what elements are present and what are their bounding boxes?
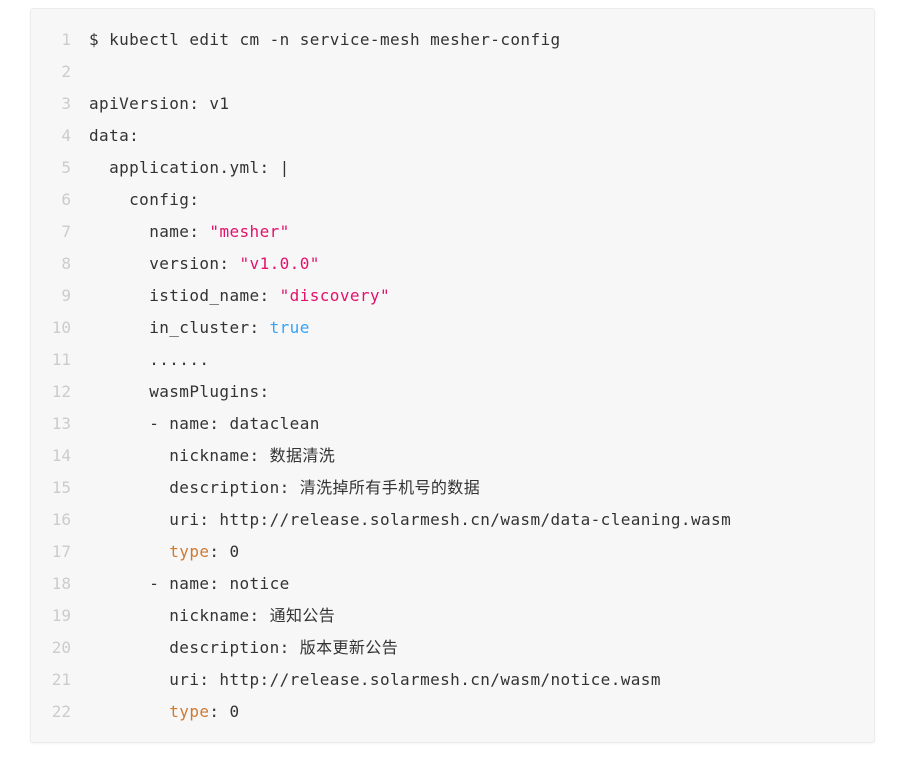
line-text: config: <box>71 184 199 216</box>
code-token-plain: nickname: 数据清洗 <box>89 446 336 465</box>
line-number: 2 <box>61 62 71 81</box>
line-number: 8 <box>61 254 71 273</box>
code-token-plain: description: 版本更新公告 <box>89 638 399 657</box>
code-token-plain: description: 清洗掉所有手机号的数据 <box>89 478 481 497</box>
code-token-plain <box>89 702 169 721</box>
code-lines-container: 1 $ kubectl edit cm -n service-mesh meshe… <box>31 24 858 728</box>
code-line: 14 nickname: 数据清洗 <box>31 440 858 472</box>
line-number: 21 <box>51 670 71 689</box>
line-number: 12 <box>51 382 71 401</box>
line-text: application.yml: | <box>71 152 290 184</box>
code-token-keyword: type <box>169 542 210 561</box>
code-token-string: "mesher" <box>209 222 290 241</box>
code-line: 15 description: 清洗掉所有手机号的数据 <box>31 472 858 504</box>
code-token-string: "v1.0.0" <box>239 254 320 273</box>
code-token-plain: uri: http://release.solarmesh.cn/wasm/da… <box>89 510 732 529</box>
line-text: - name: notice <box>71 568 290 600</box>
line-text <box>71 56 89 88</box>
line-number: 16 <box>51 510 71 529</box>
code-token-plain: config: <box>89 190 200 209</box>
line-text: in_cluster: true <box>71 312 310 344</box>
code-token-plain: : 0 <box>209 542 240 561</box>
code-token-boolean: true <box>269 318 310 337</box>
code-line: 8 version: "v1.0.0" <box>31 248 858 280</box>
code-token-plain: in_cluster: <box>89 318 270 337</box>
line-text: apiVersion: v1 <box>71 88 229 120</box>
line-number: 4 <box>61 126 71 145</box>
code-line: 18 - name: notice <box>31 568 858 600</box>
code-line: 5 application.yml: | <box>31 152 858 184</box>
code-line: 7 name: "mesher" <box>31 216 858 248</box>
code-line: 9 istiod_name: "discovery" <box>31 280 858 312</box>
line-text: uri: http://release.solarmesh.cn/wasm/no… <box>71 664 661 696</box>
code-line: 20 description: 版本更新公告 <box>31 632 858 664</box>
code-line: 10 in_cluster: true <box>31 312 858 344</box>
code-token-string: "discovery" <box>279 286 390 305</box>
line-text: nickname: 数据清洗 <box>71 440 335 472</box>
line-text: wasmPlugins: <box>71 376 270 408</box>
line-text: version: "v1.0.0" <box>71 248 320 280</box>
code-token-plain: - name: notice <box>89 574 290 593</box>
code-line: 19 nickname: 通知公告 <box>31 600 858 632</box>
line-number: 7 <box>61 222 71 241</box>
code-line: 22 type: 0 <box>31 696 858 728</box>
line-number: 13 <box>51 414 71 433</box>
code-token-plain: $ kubectl edit cm -n service-mesh mesher… <box>89 30 561 49</box>
line-number: 11 <box>51 350 71 369</box>
code-token-plain: apiVersion: v1 <box>89 94 230 113</box>
code-line: 17 type: 0 <box>31 536 858 568</box>
line-number: 18 <box>51 574 71 593</box>
line-number: 15 <box>51 478 71 497</box>
code-token-plain: nickname: 通知公告 <box>89 606 336 625</box>
code-line: 11 ...... <box>31 344 858 376</box>
line-number: 17 <box>51 542 71 561</box>
line-text: description: 版本更新公告 <box>71 632 398 664</box>
line-text: uri: http://release.solarmesh.cn/wasm/da… <box>71 504 731 536</box>
line-text: data: <box>71 120 139 152</box>
code-line: 21 uri: http://release.solarmesh.cn/wasm… <box>31 664 858 696</box>
code-line: 16 uri: http://release.solarmesh.cn/wasm… <box>31 504 858 536</box>
code-token-plain: uri: http://release.solarmesh.cn/wasm/no… <box>89 670 661 689</box>
code-token-plain: ...... <box>89 350 210 369</box>
line-number: 19 <box>51 606 71 625</box>
line-number: 1 <box>61 30 71 49</box>
code-line: 13 - name: dataclean <box>31 408 858 440</box>
code-line: 6 config: <box>31 184 858 216</box>
code-token-plain: application.yml: | <box>89 158 290 177</box>
code-token-plain: istiod_name: <box>89 286 280 305</box>
line-text: name: "mesher" <box>71 216 290 248</box>
line-number: 9 <box>61 286 71 305</box>
code-token-plain: name: <box>89 222 210 241</box>
code-token-plain: version: <box>89 254 240 273</box>
line-text: $ kubectl edit cm -n service-mesh mesher… <box>71 24 561 56</box>
line-number: 22 <box>51 702 71 721</box>
code-token-plain: - name: dataclean <box>89 414 320 433</box>
line-number: 14 <box>51 446 71 465</box>
line-number: 6 <box>61 190 71 209</box>
line-text: istiod_name: "discovery" <box>71 280 390 312</box>
line-text: nickname: 通知公告 <box>71 600 335 632</box>
code-line: 1 $ kubectl edit cm -n service-mesh meshe… <box>31 24 858 56</box>
code-line: 2 <box>31 56 858 88</box>
code-line: 4 data: <box>31 120 858 152</box>
line-number: 10 <box>51 318 71 337</box>
code-token-plain: data: <box>89 126 140 145</box>
code-token-plain: : 0 <box>209 702 240 721</box>
line-text: - name: dataclean <box>71 408 320 440</box>
code-line: 12 wasmPlugins: <box>31 376 858 408</box>
line-text: type: 0 <box>71 696 240 728</box>
code-block: 1 $ kubectl edit cm -n service-mesh meshe… <box>30 8 875 743</box>
code-token-plain: wasmPlugins: <box>89 382 270 401</box>
line-number: 20 <box>51 638 71 657</box>
line-text: description: 清洗掉所有手机号的数据 <box>71 472 480 504</box>
line-number: 5 <box>61 158 71 177</box>
line-text: ...... <box>71 344 209 376</box>
line-number: 3 <box>61 94 71 113</box>
code-token-plain <box>89 542 169 561</box>
code-token-keyword: type <box>169 702 210 721</box>
line-text: type: 0 <box>71 536 240 568</box>
code-line: 3 apiVersion: v1 <box>31 88 858 120</box>
